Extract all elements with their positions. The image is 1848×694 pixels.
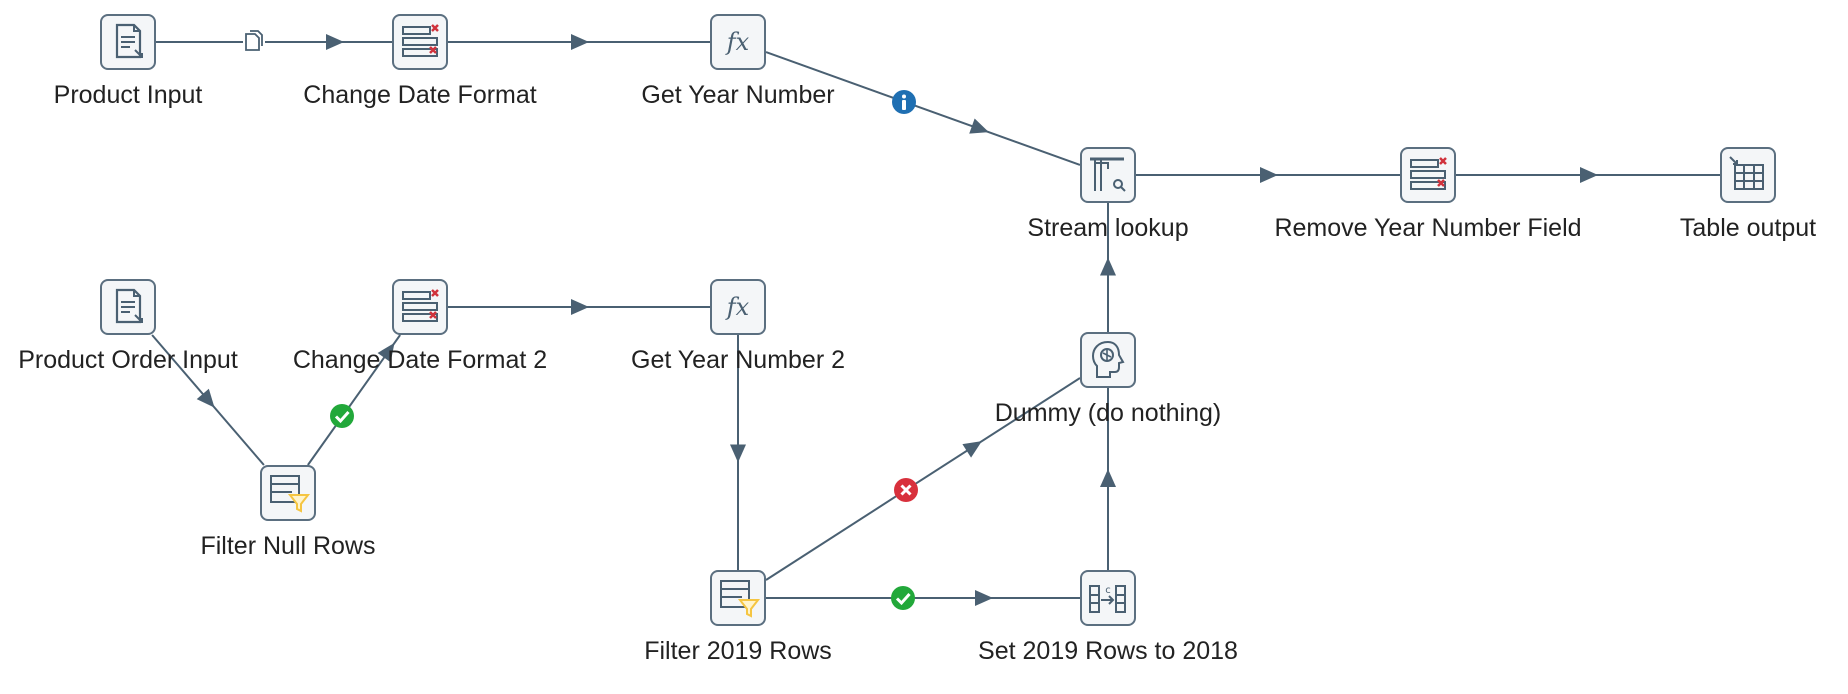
- hop-arrowhead: [1100, 257, 1116, 276]
- step-label: Remove Year Number Field: [1274, 214, 1582, 242]
- table-output-icon: [1729, 156, 1764, 190]
- svg-text:fx: fx: [725, 293, 750, 321]
- filter-rows-icon: [720, 580, 761, 618]
- hop-arrowhead: [571, 299, 589, 315]
- true-check-icon[interactable]: [890, 585, 916, 611]
- info-icon[interactable]: [891, 89, 917, 115]
- hop-arrowhead: [571, 34, 589, 50]
- hop-arrowhead: [962, 441, 982, 458]
- step-product-input[interactable]: [100, 14, 156, 70]
- step-label: Set 2019 Rows to 2018: [978, 637, 1238, 665]
- step-label: Table output: [1679, 214, 1817, 242]
- select-values-icon: [402, 289, 439, 322]
- hop-arrowhead: [196, 388, 215, 408]
- hop-arrowhead: [1100, 469, 1116, 487]
- set-field-value-icon: c: [1089, 585, 1126, 613]
- stream-lookup-icon: [1090, 157, 1126, 192]
- formula-icon: fx: [725, 293, 750, 321]
- hop-arrowhead: [969, 118, 989, 134]
- step-label: Change Date Format 2: [292, 346, 548, 374]
- hop-arrowhead: [975, 590, 993, 606]
- step-product-order-input[interactable]: [100, 279, 156, 335]
- hop-arrowhead: [730, 444, 746, 463]
- step-label: Filter 2019 Rows: [644, 637, 832, 665]
- step-change-date-format-2[interactable]: [392, 279, 448, 335]
- step-label: Dummy (do nothing): [994, 399, 1222, 427]
- step-filter-null-rows[interactable]: [260, 465, 316, 521]
- step-set-2019-rows-to-2018[interactable]: c: [1080, 570, 1136, 626]
- select-values-icon: [1410, 157, 1447, 190]
- step-remove-year-number-field[interactable]: [1400, 147, 1456, 203]
- step-label: Change Date Format: [303, 81, 537, 109]
- step-label: Product Order Input: [18, 346, 238, 374]
- hop-arrowhead: [1260, 167, 1278, 183]
- svg-text:c: c: [1105, 585, 1111, 596]
- hop-arrowhead: [377, 342, 395, 363]
- step-get-year-number[interactable]: fx: [710, 14, 766, 70]
- text-file-input-icon: [115, 288, 143, 324]
- dummy-icon: [1091, 340, 1125, 378]
- false-cross-icon[interactable]: [893, 477, 919, 503]
- step-label: Product Input: [53, 81, 203, 109]
- filter-rows-icon: [270, 475, 311, 513]
- select-values-icon: [402, 24, 439, 57]
- hop-arrowhead: [1580, 167, 1598, 183]
- step-get-year-number-2[interactable]: fx: [710, 279, 766, 335]
- step-change-date-format[interactable]: [392, 14, 448, 70]
- step-dummy[interactable]: [1080, 332, 1136, 388]
- step-stream-lookup[interactable]: [1080, 147, 1136, 203]
- copy-rows-icon[interactable]: [241, 29, 267, 55]
- svg-text:fx: fx: [725, 28, 750, 56]
- step-table-output[interactable]: [1720, 147, 1776, 203]
- hop-get-year-number-to-stream-lookup[interactable]: [765, 51, 1081, 166]
- step-label: Stream lookup: [1027, 214, 1189, 242]
- step-filter-2019-rows[interactable]: [710, 570, 766, 626]
- text-file-input-icon: [115, 23, 143, 59]
- hop-filter-2019-rows-to-dummy[interactable]: [765, 377, 1081, 581]
- hop-arrowhead: [326, 34, 344, 50]
- step-label: Get Year Number 2: [630, 346, 846, 374]
- step-label: Get Year Number: [641, 81, 835, 109]
- formula-icon: fx: [725, 28, 750, 56]
- true-check-icon[interactable]: [329, 403, 355, 429]
- step-label: Filter Null Rows: [200, 532, 376, 560]
